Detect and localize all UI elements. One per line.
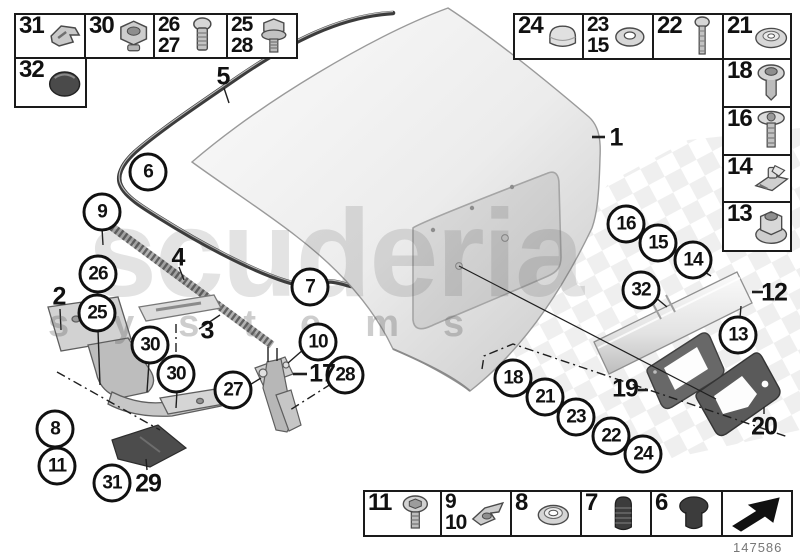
large-washer-icon [754,27,787,48]
flange-nut-large-icon [754,210,787,244]
drawing-number: 147586 [733,540,783,555]
callout-11: 11 [37,446,77,486]
part-box-24: 24 [513,13,584,60]
callout-30: 30 [130,325,170,365]
ref-label-2: 2 [52,282,67,311]
callout-13: 13 [718,315,758,355]
direction-arrow-icon [732,496,780,532]
rubber-buffer-icon [615,495,633,530]
callout-8: 8 [35,409,75,449]
clip-icon [50,25,81,47]
hinge-cover [111,424,188,468]
callout-32: 32 [621,270,661,310]
part-box-13: 13 [722,201,792,252]
clip-nut-icon [472,501,505,526]
callout-25: 25 [77,293,117,333]
hex-bolt-icon [402,494,429,529]
callout-28: 28 [325,355,365,395]
part-box-direction [721,490,793,537]
part-box-6: 6 [650,490,723,537]
callout-15: 15 [638,223,678,263]
ref-label-17: 17 [309,359,336,388]
callout-10: 10 [298,322,338,362]
gasket-plate [695,352,781,437]
washer-icon [615,26,645,47]
leader-lines [56,87,789,471]
hex-bolt-washer-icon [261,18,287,53]
cover-cap-icon [548,25,576,47]
blind-plug-icon [48,70,81,97]
ref-label-1: 1 [609,123,624,152]
ref-label-12: 12 [761,278,788,307]
callout-30: 30 [156,354,196,394]
part-box-30: 30 [84,13,155,59]
part-box-32: 32 [14,57,87,108]
flange-nut-icon [119,20,147,52]
ref-label-5: 5 [216,62,231,91]
part-box-16: 16 [722,106,792,156]
long-screw-icon [694,15,710,55]
speed-nut-icon [753,164,789,191]
part-box-11: 11 [363,490,442,537]
latch-bracket [254,356,302,433]
callout-23: 23 [556,397,596,437]
part-box-22: 22 [652,13,724,60]
callout-6: 6 [128,152,168,192]
screw-with-washer-icon [757,110,785,148]
part-box-7: 7 [580,490,652,537]
callout-14: 14 [673,240,713,280]
part-box-8: 8 [510,490,582,537]
ref-label-20: 20 [751,412,778,441]
callout-9: 9 [82,192,122,232]
expansion-rivet-icon [757,64,785,101]
license-plate-recess [412,171,562,330]
pan-head-screw-icon [193,17,212,51]
grip-strip [593,271,753,375]
ref-label-3: 3 [200,316,215,345]
part-box-14: 14 [722,154,792,203]
grommet-icon [537,504,570,525]
part-box-31: 31 [14,13,86,59]
rubber-plug-icon [679,495,709,529]
callout-24: 24 [623,434,663,474]
hinge-plate [138,294,223,322]
ref-label-29: 29 [135,469,162,498]
callout-31: 31 [92,463,132,503]
trunk-lid [190,7,601,392]
callout-7: 7 [290,267,330,307]
part-box-21: 21 [722,13,792,60]
ref-label-19: 19 [612,374,639,403]
trunk-seal [116,10,396,289]
callout-27: 27 [213,370,253,410]
ref-label-4: 4 [171,243,186,272]
part-box-18: 18 [722,58,792,108]
callout-26: 26 [78,254,118,294]
